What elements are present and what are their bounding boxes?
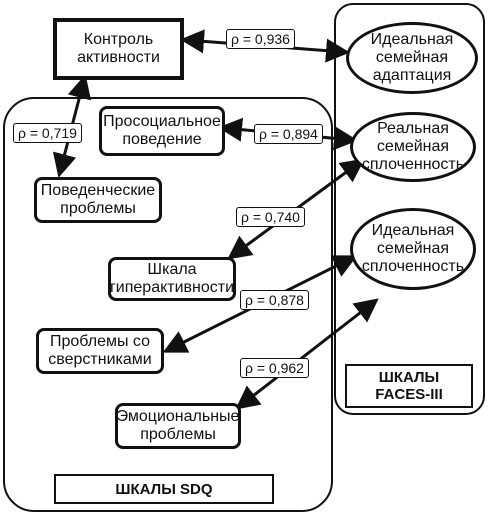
coef-hyperactivity-real-cohesion: ρ = 0,740 <box>236 207 305 227</box>
node-real-family-cohesion: Реальная семейная сплоченность <box>350 112 476 182</box>
node-peer-problems: Проблемы со сверстниками <box>36 328 164 374</box>
coef-prosocial-real-cohesion: ρ = 0,894 <box>254 124 323 144</box>
node-ideal-family-cohesion: Идеальная семейная сплоченность <box>350 208 476 290</box>
coef-activity-adaptation: ρ = 0,936 <box>226 29 295 49</box>
node-behavioral-problems: Поведенческие проблемы <box>34 177 162 223</box>
coef-emotional-ideal-cohesion: ρ = 0,962 <box>240 358 309 378</box>
sdq-scales-label: ШКАЛЫ SDQ <box>54 474 274 504</box>
coef-peer-ideal-cohesion: ρ = 0,878 <box>240 290 309 310</box>
node-prosocial-behavior: Просоциальное поведение <box>99 106 225 156</box>
edge-emot-ideal <box>235 298 379 410</box>
node-hyperactivity-scale: Шкала гиперактивности <box>108 257 236 301</box>
node-emotional-problems: Эмоциональные проблемы <box>115 403 241 449</box>
node-activity-control: Контроль активности <box>53 18 184 80</box>
faces-scales-label: ШКАЛЫ FACES-III <box>345 364 473 408</box>
node-ideal-family-adaptation: Идеальная семейная адаптация <box>346 22 478 94</box>
coef-activity-behavior: ρ = 0,719 <box>13 123 82 143</box>
